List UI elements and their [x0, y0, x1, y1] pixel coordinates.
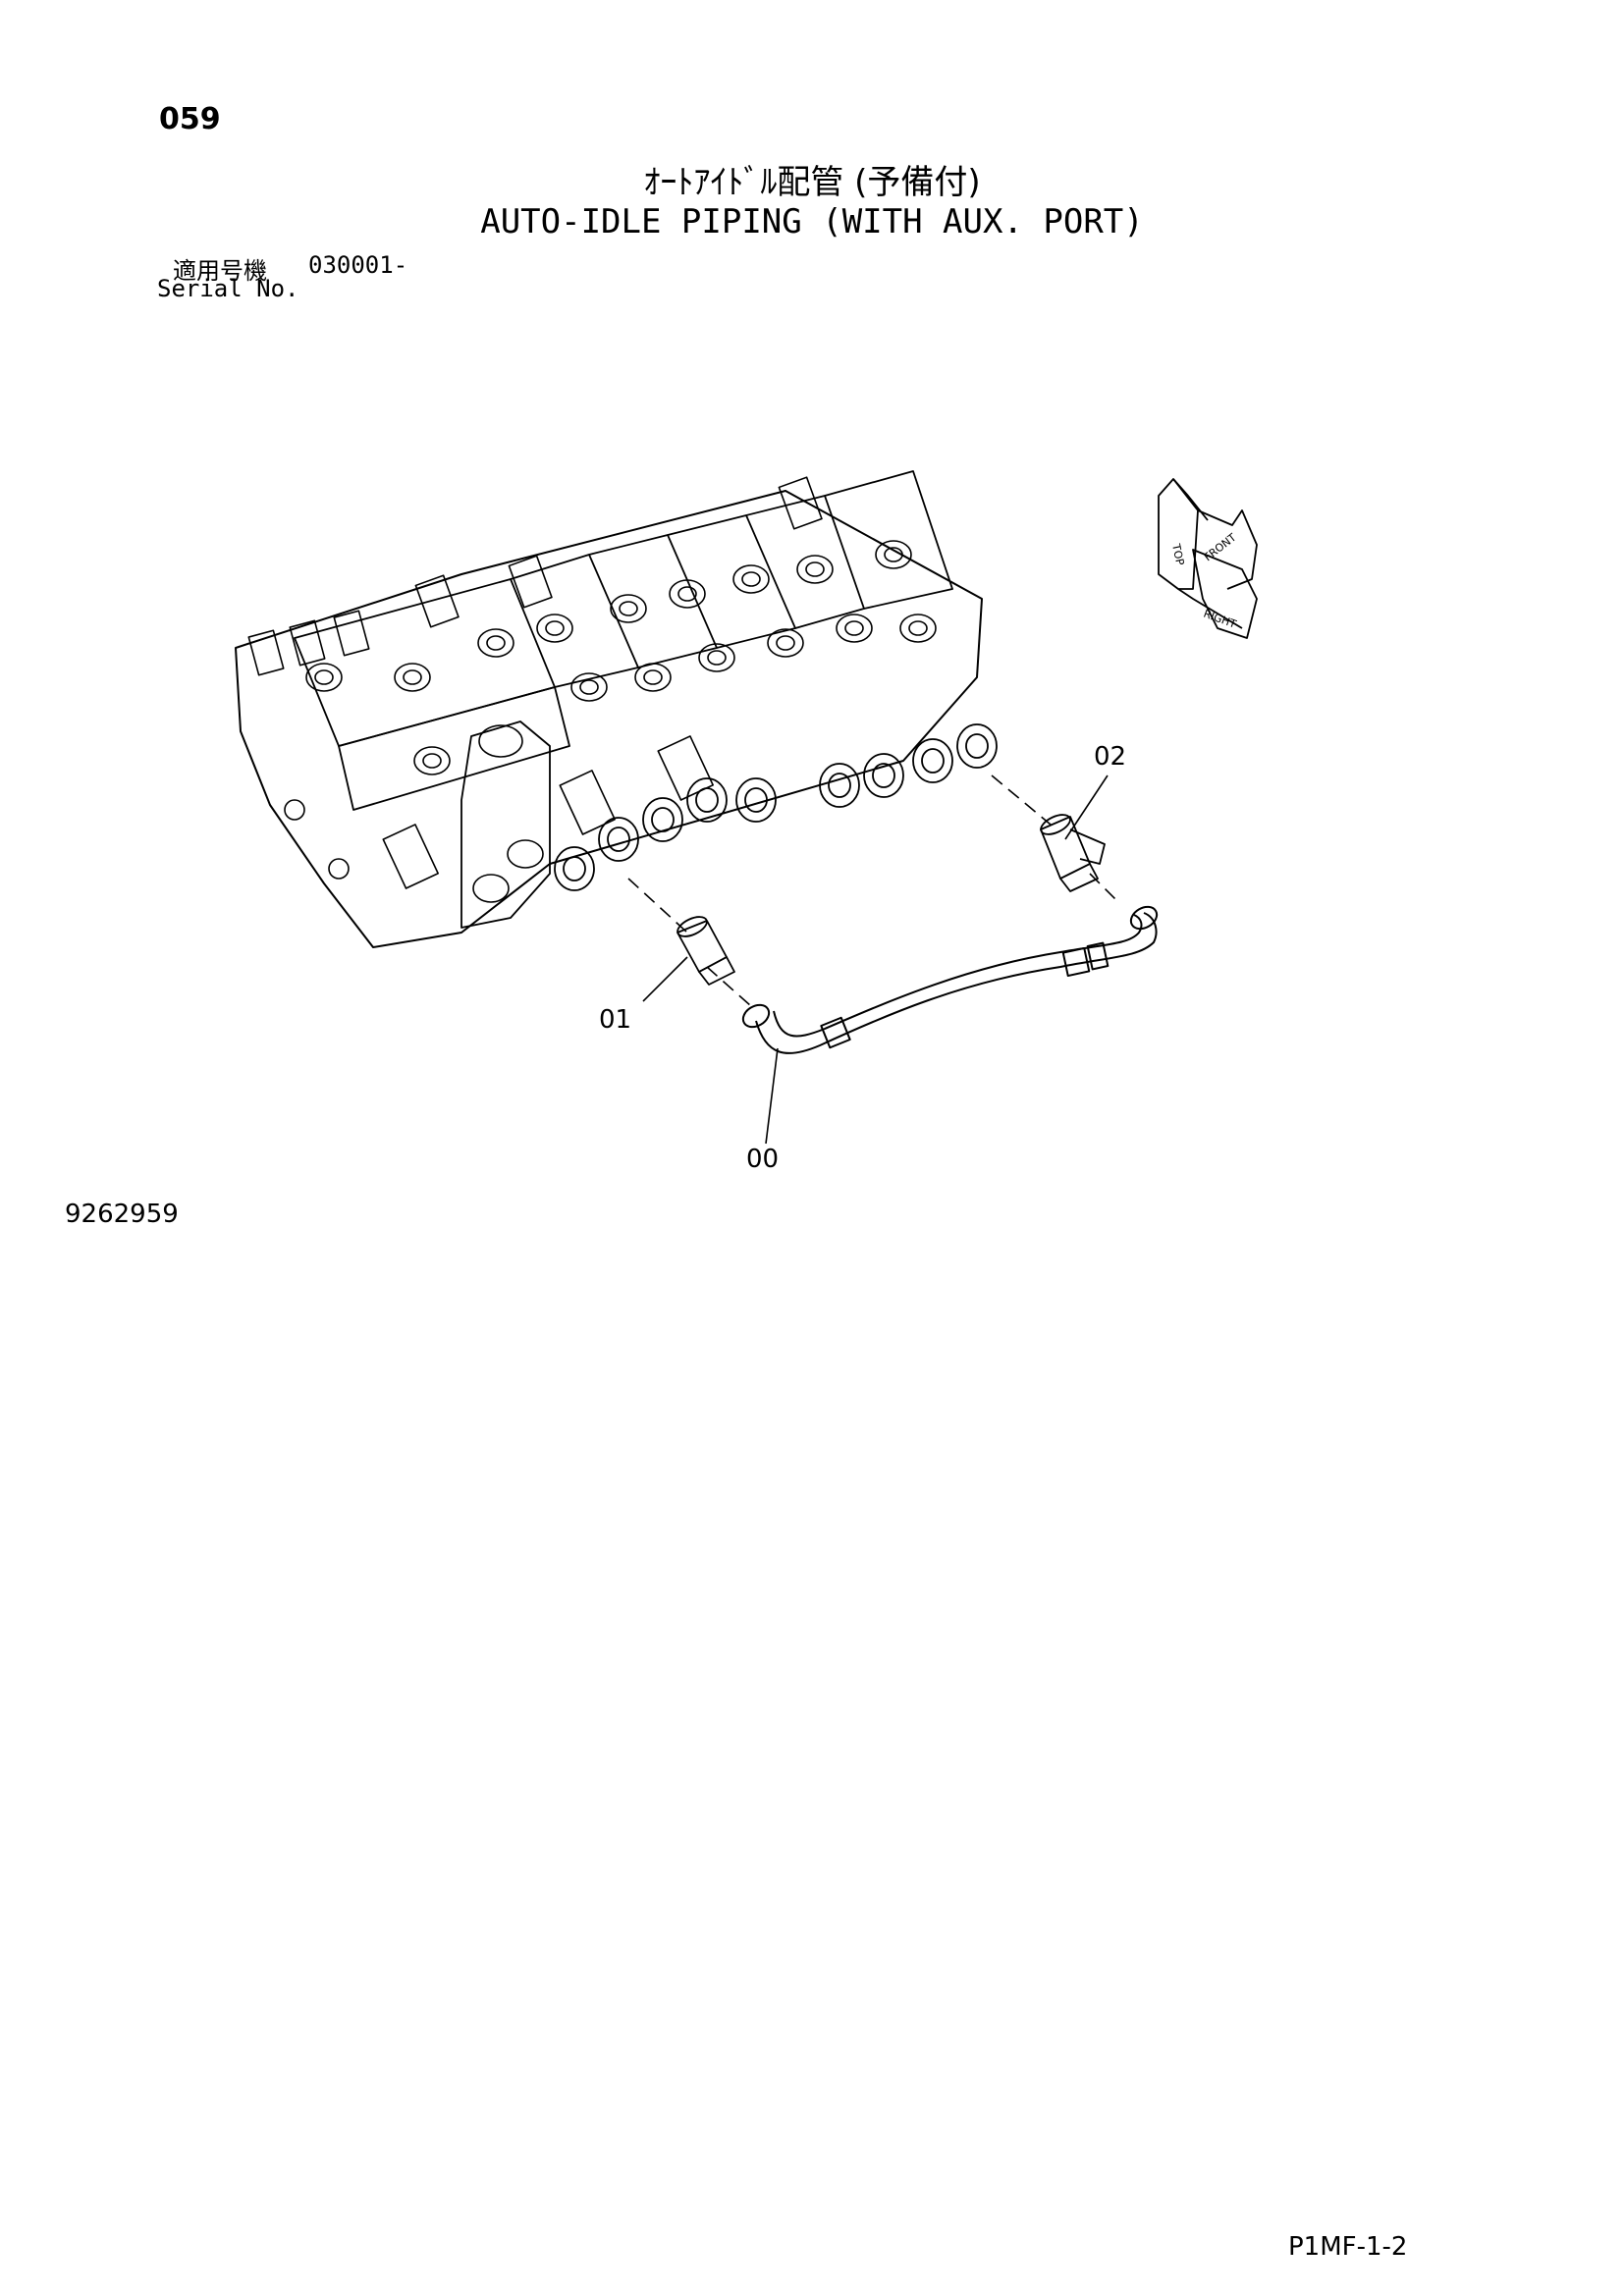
- callout-01: 01: [599, 1005, 632, 1035]
- serial-label-japanese: 適用号機: [173, 257, 267, 285]
- page-code: P1MF-1-2: [1288, 2232, 1408, 2262]
- callout-00: 00: [746, 1145, 780, 1174]
- orientation-cube-icon: TOP FRONT RIGHT: [1158, 478, 1258, 639]
- control-valve-assembly: [235, 470, 998, 948]
- part-00-hose: [741, 905, 1159, 1054]
- part-02-fitting: [1040, 814, 1106, 892]
- serial-label-english: Serial No.: [157, 275, 299, 302]
- orientation-front-label: FRONT: [1202, 531, 1239, 564]
- serial-value: 030001-: [308, 251, 408, 279]
- drawing-number: 9262959: [65, 1200, 179, 1229]
- orientation-right-label: RIGHT: [1202, 608, 1238, 631]
- callout-02: 02: [1094, 742, 1127, 772]
- assembly-leaders: [627, 774, 1120, 1007]
- title-japanese: ｵｰﾄｱｲﾄﾞﾙ配管 (予備付): [643, 163, 981, 202]
- callout-leaders: [642, 774, 1109, 1145]
- title-english: AUTO-IDLE PIPING (WITH AUX. PORT): [480, 202, 1144, 241]
- part-01-fitting: [677, 916, 735, 986]
- orientation-top-label: TOP: [1169, 542, 1187, 567]
- page-number: 059: [159, 102, 221, 136]
